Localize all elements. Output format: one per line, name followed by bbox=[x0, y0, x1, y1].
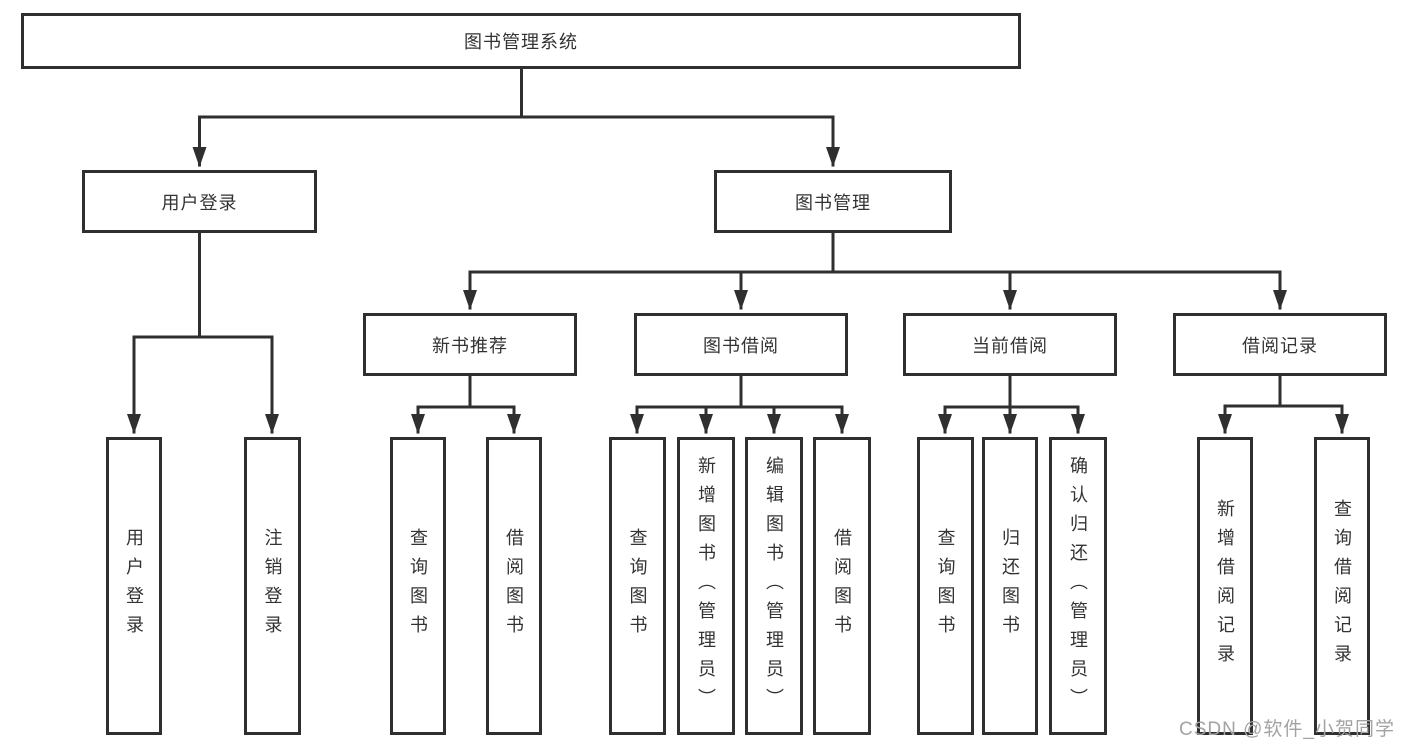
leaf-label: 查询借阅记录 bbox=[1332, 499, 1352, 673]
leaf-label: 归还图书 bbox=[1000, 528, 1020, 644]
node-label: 图书管理 bbox=[795, 192, 871, 213]
node-label: 当前借阅 bbox=[972, 335, 1048, 356]
node-label: 图书管理系统 bbox=[464, 32, 578, 52]
leaf-newbooks-query-books: 查询图书 bbox=[390, 437, 446, 735]
leaf-borrowing-add-books-admin: 新增图书（管理员） bbox=[677, 437, 735, 735]
leaf-label: 查询图书 bbox=[408, 528, 428, 644]
node-label: 借阅记录 bbox=[1242, 335, 1318, 356]
node-user-login: 用户登录 bbox=[82, 170, 317, 233]
node-book-management: 图书管理 bbox=[714, 170, 952, 233]
node-new-book-recommend: 新书推荐 bbox=[363, 313, 577, 376]
leaf-records-add-record: 新增借阅记录 bbox=[1197, 437, 1253, 735]
node-root-library-system: 图书管理系统 bbox=[21, 13, 1021, 69]
node-label: 新书推荐 bbox=[432, 335, 508, 356]
leaf-label: 用户登录 bbox=[124, 528, 144, 644]
node-label: 用户登录 bbox=[161, 192, 238, 213]
node-book-borrowing: 图书借阅 bbox=[634, 313, 848, 376]
leaf-current-return-books: 归还图书 bbox=[982, 437, 1038, 735]
leaf-label: 新增图书（管理员） bbox=[696, 455, 716, 717]
leaf-current-confirm-return-admin: 确认归还（管理员） bbox=[1049, 437, 1107, 735]
leaf-borrowing-query-books: 查询图书 bbox=[609, 437, 666, 735]
leaf-label: 查询图书 bbox=[627, 528, 648, 644]
leaf-user-login: 用户登录 bbox=[106, 437, 162, 735]
leaf-label: 借阅图书 bbox=[832, 528, 852, 644]
leaf-label: 借阅图书 bbox=[504, 528, 524, 644]
csdn-watermark: CSDN @软件_小贺同学 bbox=[1179, 719, 1395, 740]
leaf-label: 查询图书 bbox=[935, 528, 956, 644]
leaf-borrowing-borrow-books: 借阅图书 bbox=[813, 437, 871, 735]
leaf-label: 注销登录 bbox=[262, 528, 283, 644]
node-borrow-records: 借阅记录 bbox=[1173, 313, 1387, 376]
leaf-newbooks-borrow-books: 借阅图书 bbox=[486, 437, 542, 735]
leaf-label: 新增借阅记录 bbox=[1215, 499, 1235, 673]
leaf-label: 确认归还（管理员） bbox=[1068, 455, 1088, 717]
leaf-records-query-record: 查询借阅记录 bbox=[1314, 437, 1370, 735]
node-label: 图书借阅 bbox=[703, 335, 779, 356]
leaf-borrowing-edit-books-admin: 编辑图书（管理员） bbox=[745, 437, 803, 735]
node-current-borrowing: 当前借阅 bbox=[903, 313, 1117, 376]
leaf-current-query-books: 查询图书 bbox=[917, 437, 974, 735]
leaf-logout: 注销登录 bbox=[244, 437, 301, 735]
leaf-label: 编辑图书（管理员） bbox=[764, 455, 784, 717]
